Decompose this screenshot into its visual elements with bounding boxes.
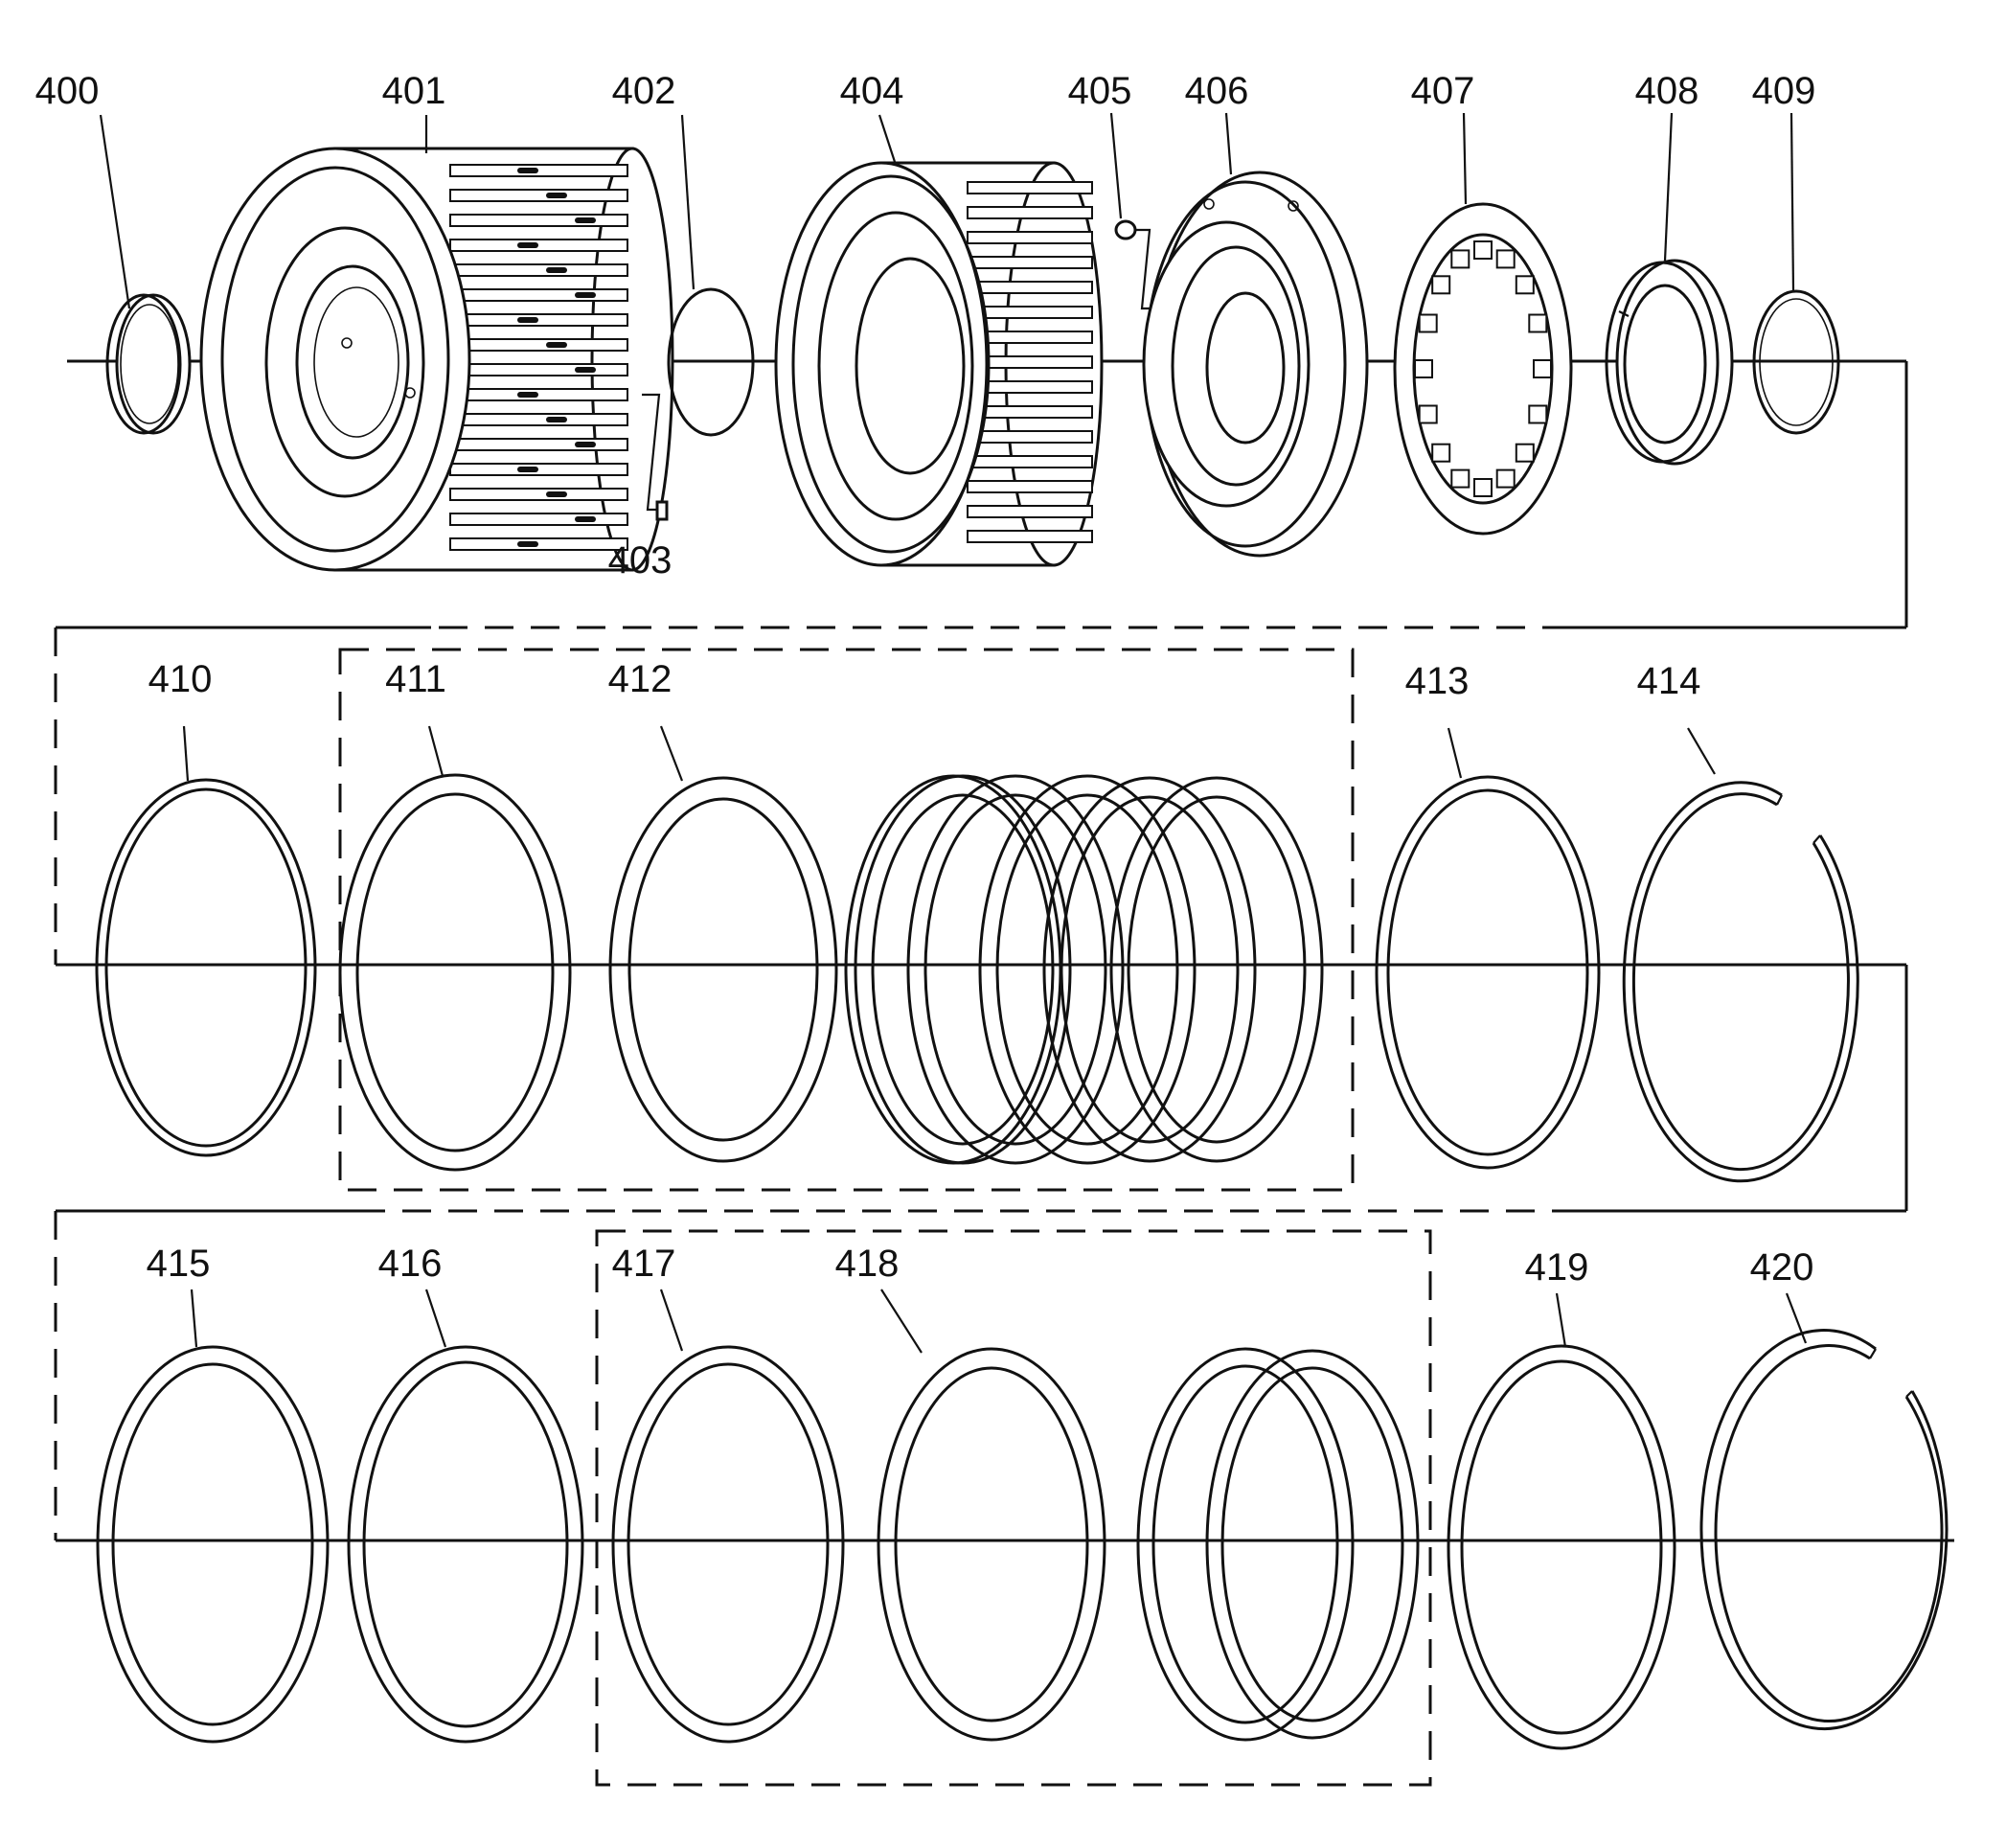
part-410-plate (95, 778, 317, 1157)
label-416: 416 (378, 1243, 443, 1285)
part-417-plate (611, 1345, 845, 1744)
part-402-seal (667, 287, 755, 437)
callout-labels: 400 401 402 403 404 405 406 407 408 409 … (35, 70, 1816, 1289)
label-401: 401 (382, 70, 446, 112)
label-411: 411 (385, 658, 446, 700)
part-400-bushing (105, 293, 192, 435)
part-409-snap-ring (1752, 289, 1840, 435)
part-415-plate (96, 1345, 330, 1744)
label-412: 412 (608, 658, 672, 700)
label-417: 417 (612, 1243, 676, 1285)
part-408-dam (1605, 259, 1734, 466)
part-414-snap-ring (1622, 781, 1859, 1183)
label-404: 404 (840, 70, 904, 112)
label-402: 402 (612, 70, 676, 112)
group-box-411-412 (338, 648, 1355, 1192)
label-407: 407 (1411, 70, 1475, 112)
label-406: 406 (1185, 70, 1249, 112)
part-411-plate (338, 773, 572, 1172)
label-419: 419 (1525, 1246, 1589, 1289)
label-405: 405 (1068, 70, 1132, 112)
part-404-clutch-drum (774, 161, 1104, 567)
label-408: 408 (1635, 70, 1699, 112)
part-403-pin (642, 393, 669, 521)
part-418-plate (877, 1347, 1106, 1742)
label-410: 410 (148, 658, 213, 700)
label-400: 400 (35, 70, 100, 112)
label-420: 420 (1750, 1246, 1814, 1289)
leader-lines (99, 112, 1808, 1354)
label-414: 414 (1637, 660, 1701, 702)
part-419-plate (1447, 1344, 1676, 1750)
label-413: 413 (1405, 660, 1470, 702)
part-401-clutch-housing (199, 147, 674, 572)
part-407-spring-assembly (1393, 202, 1573, 536)
label-418: 418 (835, 1243, 900, 1285)
plate-stack-row3 (1136, 1347, 1420, 1742)
label-409: 409 (1752, 70, 1816, 112)
group-box-417-418 (595, 1229, 1432, 1787)
part-413-plate (1375, 775, 1601, 1170)
part-412-plate (608, 776, 838, 1163)
plate-stack-row2 (844, 774, 1324, 1165)
part-416-plate (347, 1345, 584, 1744)
label-403: 403 (608, 539, 672, 582)
part-420-snap-ring (1699, 1329, 1949, 1731)
part-406-piston (1142, 171, 1369, 558)
label-415: 415 (147, 1243, 211, 1285)
